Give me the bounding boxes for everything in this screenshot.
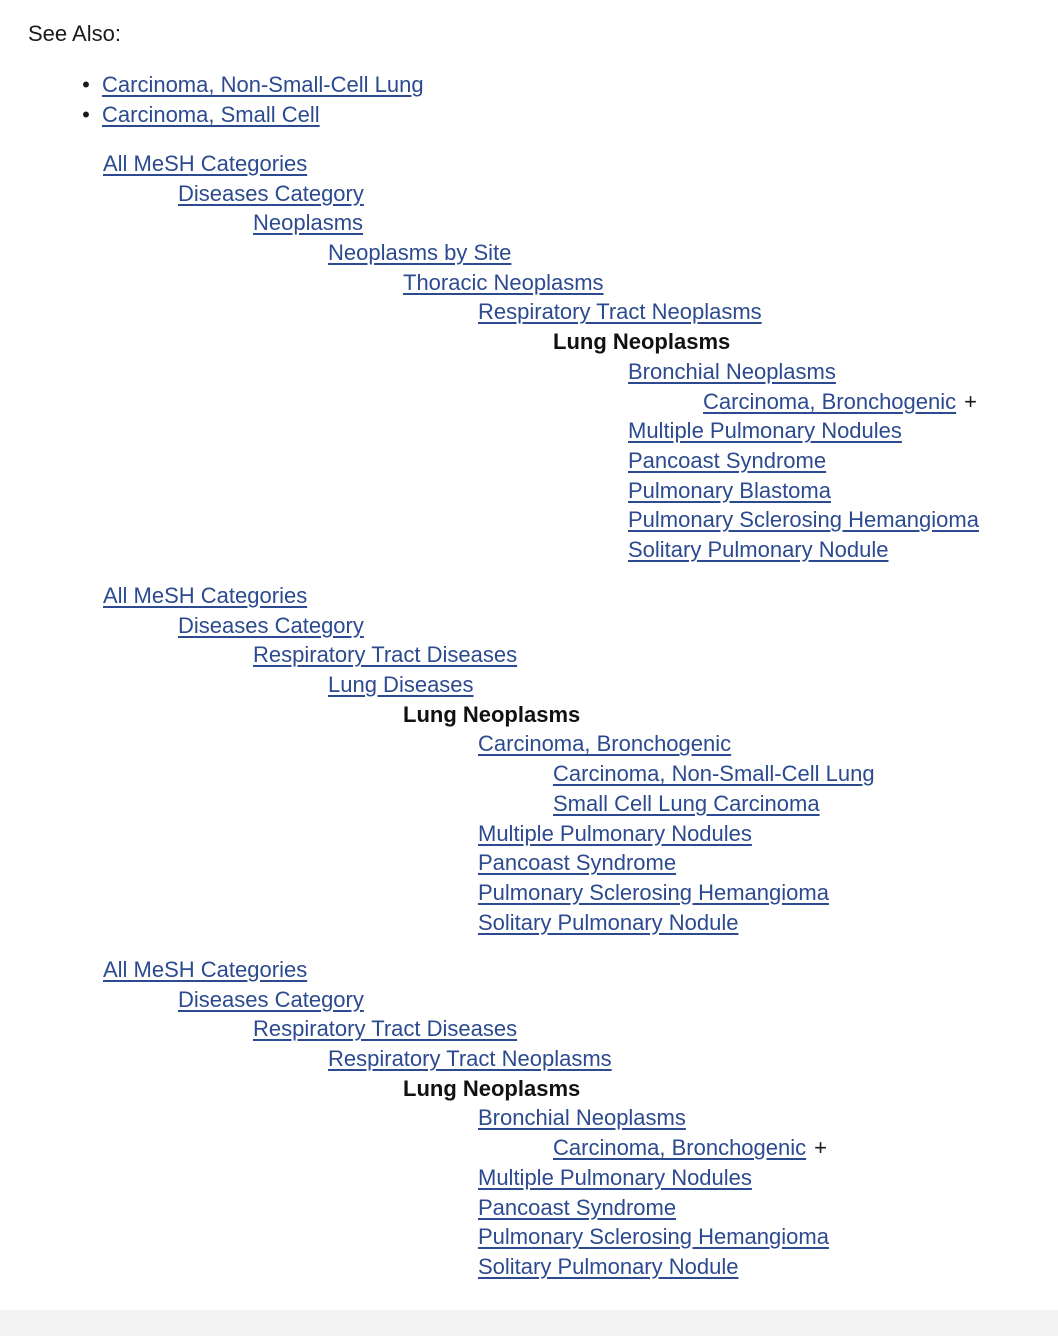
- tree-row: Diseases Category: [0, 985, 1058, 1015]
- tree-link[interactable]: Carcinoma, Non-Small-Cell Lung: [553, 761, 875, 787]
- tree-link[interactable]: Pulmonary Sclerosing Hemangioma: [478, 1224, 829, 1250]
- tree-row: Respiratory Tract Diseases: [0, 1014, 1058, 1044]
- tree-row: Pulmonary Sclerosing Hemangioma: [0, 878, 1058, 908]
- tree-row: Lung Diseases: [0, 670, 1058, 700]
- tree-link[interactable]: Multiple Pulmonary Nodules: [478, 820, 752, 846]
- current-term-label: Lung Neoplasms: [403, 1075, 581, 1101]
- current-term-label: Lung Neoplasms: [403, 701, 581, 727]
- see-also-label: See Also:: [28, 21, 121, 46]
- tree-link[interactable]: Diseases Category: [178, 986, 364, 1012]
- tree-row: Thoracic Neoplasms: [0, 268, 1058, 298]
- tree-row: Neoplasms: [0, 208, 1058, 238]
- tree-row: Carcinoma, Bronchogenic +: [0, 1133, 1058, 1163]
- tree-link[interactable]: Pancoast Syndrome: [478, 850, 677, 876]
- tree-row: Multiple Pulmonary Nodules: [0, 1163, 1058, 1193]
- tree-row: Neoplasms by Site: [0, 238, 1058, 268]
- tree-link[interactable]: Multiple Pulmonary Nodules: [628, 418, 902, 444]
- tree-link[interactable]: Solitary Pulmonary Nodule: [478, 909, 739, 935]
- tree-link[interactable]: Pancoast Syndrome: [628, 447, 827, 473]
- bullet-icon: •: [82, 72, 90, 97]
- tree-row: Solitary Pulmonary Nodule: [0, 908, 1058, 938]
- tree-link[interactable]: All MeSH Categories: [103, 957, 308, 982]
- tree-row: Respiratory Tract Neoplasms: [0, 297, 1058, 327]
- tree-link[interactable]: Respiratory Tract Neoplasms: [328, 1046, 612, 1072]
- tree-link[interactable]: Bronchial Neoplasms: [478, 1105, 686, 1131]
- tree-link[interactable]: Bronchial Neoplasms: [628, 358, 836, 384]
- tree-link[interactable]: Diseases Category: [178, 612, 364, 638]
- tree-row: Diseases Category: [0, 179, 1058, 209]
- tree-link[interactable]: Carcinoma, Bronchogenic: [478, 731, 732, 757]
- tree-link[interactable]: All MeSH Categories: [103, 151, 308, 176]
- tree-row: Pulmonary Sclerosing Hemangioma: [0, 1222, 1058, 1252]
- tree-row: Multiple Pulmonary Nodules: [0, 416, 1058, 446]
- tree-row: Respiratory Tract Diseases: [0, 640, 1058, 670]
- tree-link[interactable]: Carcinoma, Bronchogenic: [703, 388, 957, 414]
- tree-row: Carcinoma, Non-Small-Cell Lung: [0, 759, 1058, 789]
- tree-link[interactable]: Solitary Pulmonary Nodule: [478, 1253, 739, 1279]
- tree-link[interactable]: Neoplasms: [253, 210, 364, 236]
- expand-plus-icon[interactable]: +: [964, 388, 977, 414]
- tree-link[interactable]: Neoplasms by Site: [328, 240, 512, 266]
- tree-row: Pancoast Syndrome: [0, 848, 1058, 878]
- see-also-list: • Carcinoma, Non-Small-Cell Lung • Carci…: [80, 70, 424, 130]
- tree-link[interactable]: All MeSH Categories: [103, 583, 308, 608]
- tree-link[interactable]: Pulmonary Sclerosing Hemangioma: [628, 507, 979, 533]
- tree-link[interactable]: Lung Diseases: [328, 672, 474, 698]
- tree-row: Lung Neoplasms: [0, 327, 1058, 357]
- see-also-link-non-small-cell[interactable]: Carcinoma, Non-Small-Cell Lung: [102, 72, 424, 97]
- tree-link[interactable]: Pulmonary Blastoma: [628, 477, 831, 503]
- tree-row: Respiratory Tract Neoplasms: [0, 1044, 1058, 1074]
- tree-row: All MeSH Categories: [0, 149, 1058, 179]
- bullet-icon: •: [82, 102, 90, 127]
- tree-row: Pulmonary Blastoma: [0, 476, 1058, 506]
- tree-row: Carcinoma, Bronchogenic: [0, 729, 1058, 759]
- tree-link[interactable]: Multiple Pulmonary Nodules: [478, 1164, 752, 1190]
- tree-link[interactable]: Respiratory Tract Diseases: [253, 1016, 518, 1042]
- tree-row: All MeSH Categories: [0, 581, 1058, 611]
- tree-link[interactable]: Small Cell Lung Carcinoma: [553, 790, 820, 816]
- tree-link[interactable]: Respiratory Tract Diseases: [253, 642, 518, 668]
- tree-row: Bronchial Neoplasms: [0, 357, 1058, 387]
- bottom-scroll-strip: [0, 1310, 1058, 1336]
- tree-row: Pulmonary Sclerosing Hemangioma: [0, 505, 1058, 535]
- tree-link[interactable]: Pulmonary Sclerosing Hemangioma: [478, 879, 829, 905]
- tree-row: All MeSH Categories: [0, 955, 1058, 985]
- tree-row: Solitary Pulmonary Nodule: [0, 1252, 1058, 1282]
- tree-row: Solitary Pulmonary Nodule: [0, 535, 1058, 565]
- tree-link[interactable]: Pancoast Syndrome: [478, 1194, 677, 1220]
- tree-row: Small Cell Lung Carcinoma: [0, 789, 1058, 819]
- tree-row: Multiple Pulmonary Nodules: [0, 819, 1058, 849]
- tree-row: Carcinoma, Bronchogenic +: [0, 387, 1058, 417]
- tree-link[interactable]: Diseases Category: [178, 180, 364, 206]
- tree-row: Lung Neoplasms: [0, 1074, 1058, 1104]
- tree-link[interactable]: Solitary Pulmonary Nodule: [628, 536, 889, 562]
- tree-row: Diseases Category: [0, 611, 1058, 641]
- tree-link[interactable]: Respiratory Tract Neoplasms: [478, 299, 762, 325]
- see-also-item: • Carcinoma, Small Cell: [80, 100, 424, 130]
- tree-link[interactable]: Thoracic Neoplasms: [403, 269, 604, 295]
- tree-row: Lung Neoplasms: [0, 700, 1058, 730]
- tree-link[interactable]: Carcinoma, Bronchogenic: [553, 1135, 807, 1161]
- see-also-item: • Carcinoma, Non-Small-Cell Lung: [80, 70, 424, 100]
- tree-row: Pancoast Syndrome: [0, 1193, 1058, 1223]
- tree-row: Bronchial Neoplasms: [0, 1103, 1058, 1133]
- current-term-label: Lung Neoplasms: [553, 329, 731, 355]
- expand-plus-icon[interactable]: +: [814, 1135, 827, 1161]
- tree-row: Pancoast Syndrome: [0, 446, 1058, 476]
- see-also-link-small-cell[interactable]: Carcinoma, Small Cell: [102, 102, 320, 127]
